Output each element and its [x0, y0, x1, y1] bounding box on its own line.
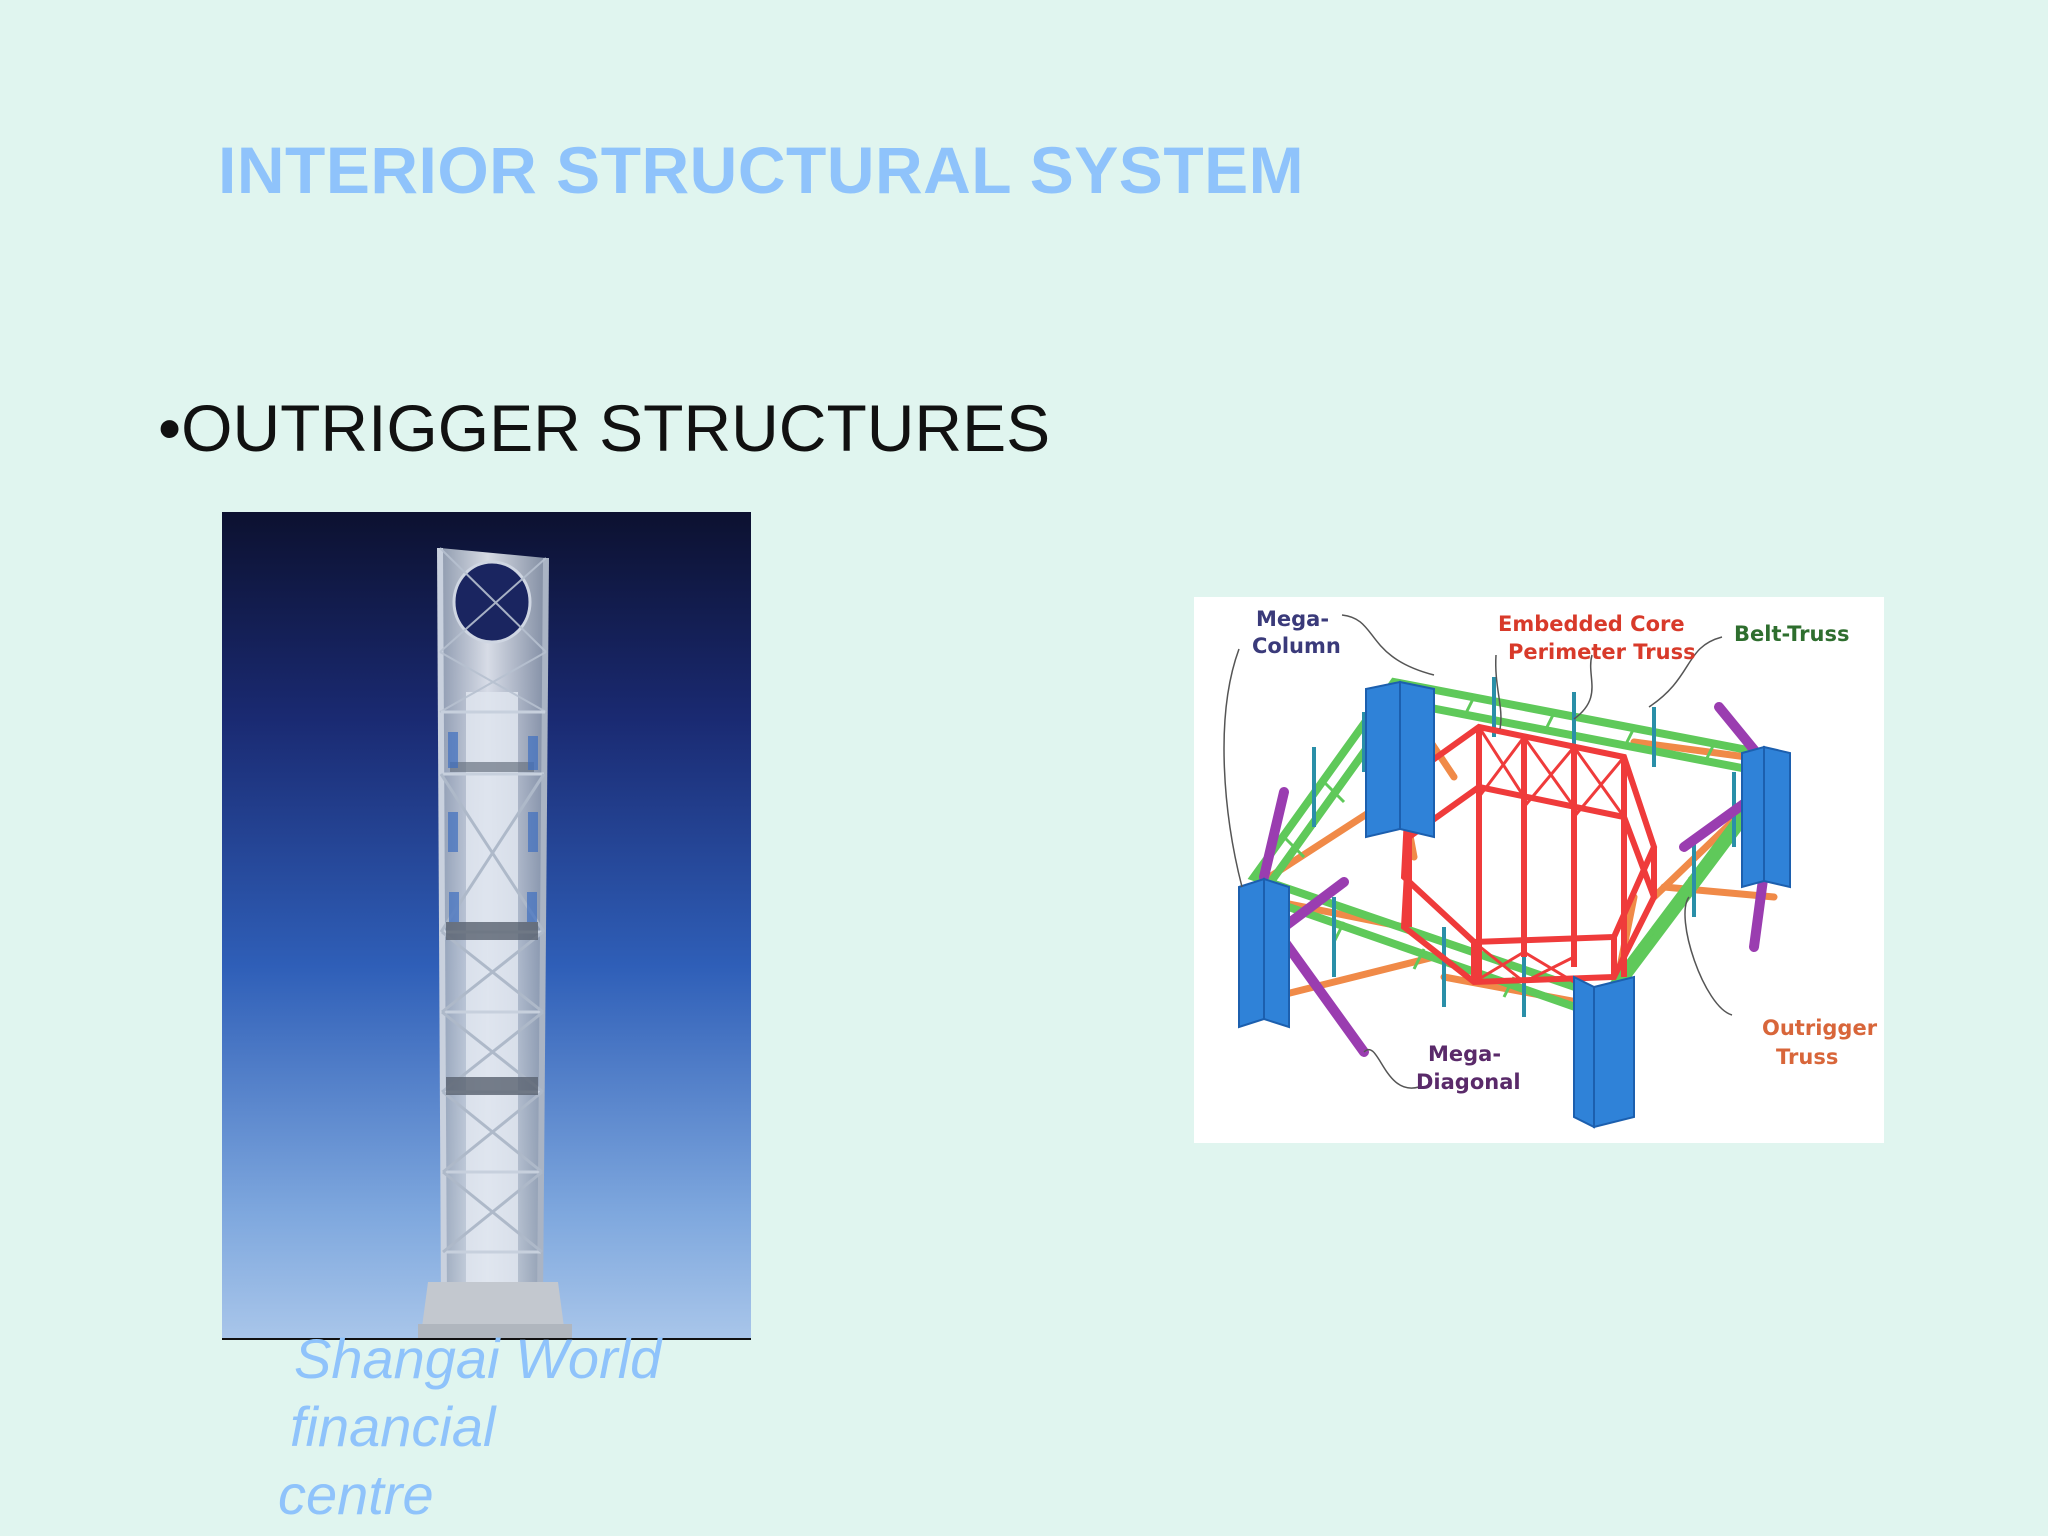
caption-line-2: financial — [290, 1395, 496, 1458]
embedded-core — [1400, 723, 1658, 986]
label-outrigger-1: Outrigger — [1762, 1016, 1878, 1040]
label-mega-column-2: Column — [1252, 634, 1341, 658]
leader-lines — [1223, 614, 1733, 1089]
label-mega-column-1: Mega- — [1256, 607, 1329, 631]
mega-columns — [1238, 680, 1791, 1129]
outrigger-diagram: Mega- Column Embedded Core Perimeter Tru… — [1194, 597, 1884, 1143]
bullet-outrigger-structures: •OUTRIGGER STRUCTURES — [158, 391, 1051, 465]
slide-title: INTERIOR STRUCTURAL SYSTEM — [218, 133, 1305, 207]
label-embedded-core-2: Perimeter Truss — [1508, 640, 1696, 664]
label-mega-diagonal-1: Mega- — [1428, 1042, 1501, 1066]
label-belt-truss: Belt-Truss — [1734, 622, 1849, 646]
tower-illustration — [222, 512, 751, 1340]
label-outrigger-2: Truss — [1776, 1045, 1838, 1069]
embedded-core-bracing — [1473, 726, 1626, 984]
outrigger-diagram-svg: Mega- Column Embedded Core Perimeter Tru… — [1223, 607, 1878, 1129]
photo-caption: Shangai World financial centre — [278, 1325, 760, 1529]
label-mega-diagonal-2: Diagonal — [1416, 1070, 1521, 1094]
label-embedded-core-1: Embedded Core — [1498, 612, 1685, 636]
tower-photo — [222, 512, 751, 1340]
caption-line-3: centre — [278, 1463, 434, 1526]
caption-line-1: Shangai World — [294, 1327, 662, 1390]
